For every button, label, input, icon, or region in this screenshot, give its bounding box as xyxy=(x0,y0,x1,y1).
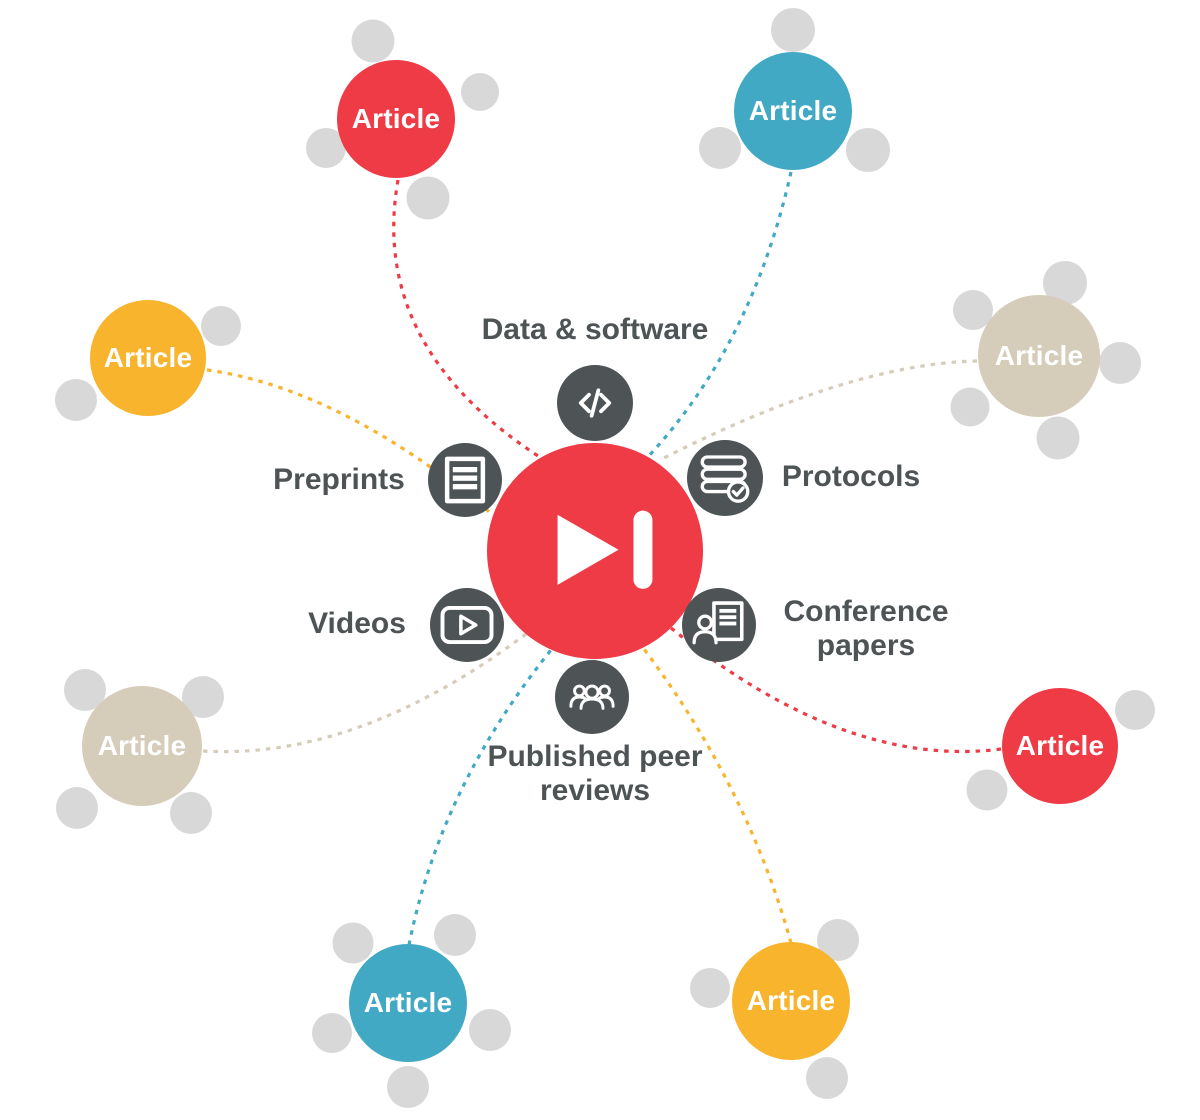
satellite-circle xyxy=(387,1066,429,1108)
center-hub-node xyxy=(487,443,703,659)
satellite-circle xyxy=(434,914,476,956)
presenter-document-icon xyxy=(692,601,744,645)
satellite-circle xyxy=(1115,690,1155,730)
satellite-circle xyxy=(351,19,395,63)
satellite-circle xyxy=(846,128,890,172)
article-node-bottom-right: Article xyxy=(1002,688,1118,804)
label-protocols: Protocols xyxy=(781,460,921,494)
protocols-badge xyxy=(687,440,763,516)
preprints-badge xyxy=(428,443,502,517)
conference-papers-badge xyxy=(682,588,756,662)
satellite-circle xyxy=(332,922,374,964)
label-conference-papers: Conference papers xyxy=(783,595,949,662)
skip-next-icon xyxy=(557,510,652,589)
satellite-circle xyxy=(690,968,730,1008)
satellite-circle xyxy=(406,176,450,220)
article-node-bottom-yellow: Article xyxy=(732,942,850,1060)
video-play-icon xyxy=(440,605,494,645)
article-label: Article xyxy=(363,987,453,1018)
connector-line-bottom-yellow-article xyxy=(642,648,793,944)
satellite-circle xyxy=(469,1009,511,1051)
published-peer-reviews-badge xyxy=(555,660,629,734)
satellite-circle xyxy=(771,8,815,52)
article-label: Article xyxy=(748,95,838,126)
satellite-circle xyxy=(699,127,741,169)
connector-line-right-article xyxy=(659,359,978,462)
article-label: Article xyxy=(97,730,187,761)
label-preprints: Preprints xyxy=(273,463,405,497)
satellite-circle xyxy=(312,1013,352,1053)
connector-line-top-left-article xyxy=(392,179,550,465)
connector-line-bottom-left-article xyxy=(202,632,527,754)
connector-line-bottom-right-article xyxy=(669,626,1002,753)
article-node-bottom-teal: Article xyxy=(349,944,467,1062)
satellite-circle xyxy=(950,387,990,427)
article-label: Article xyxy=(103,342,193,373)
data-software-badge xyxy=(557,365,633,441)
satellite-circle xyxy=(201,306,241,346)
article-label: Article xyxy=(351,103,441,134)
article-node-bottom-left: Article xyxy=(82,686,202,806)
satellite-circle xyxy=(170,792,212,834)
satellite-circle xyxy=(461,73,499,111)
article-node-right: Article xyxy=(978,295,1100,417)
videos-badge xyxy=(430,588,504,662)
label-videos: Videos xyxy=(308,607,406,641)
article-label: Article xyxy=(1015,730,1105,761)
satellite-circle xyxy=(56,787,98,829)
article-label: Article xyxy=(994,340,1084,371)
article-node-top-left: Article xyxy=(337,60,455,178)
connector-line-bottom-teal-article xyxy=(407,648,553,946)
satellite-circle xyxy=(1036,416,1080,460)
satellite-circle xyxy=(806,1057,848,1099)
article-node-left: Article xyxy=(90,300,206,416)
article-node-top-right: Article xyxy=(734,52,852,170)
label-data-software: Data & software xyxy=(481,313,709,347)
database-check-icon xyxy=(700,455,750,503)
people-group-icon xyxy=(569,684,615,710)
code-icon xyxy=(578,388,612,418)
document-lines-icon xyxy=(444,456,486,504)
satellite-circle xyxy=(1099,342,1141,384)
label-published-peer-reviews: Published peer reviews xyxy=(487,740,703,807)
satellite-circle xyxy=(966,769,1008,811)
article-label: Article xyxy=(746,985,836,1016)
satellite-circle xyxy=(55,379,97,421)
connector-line-top-right-article xyxy=(644,171,793,461)
